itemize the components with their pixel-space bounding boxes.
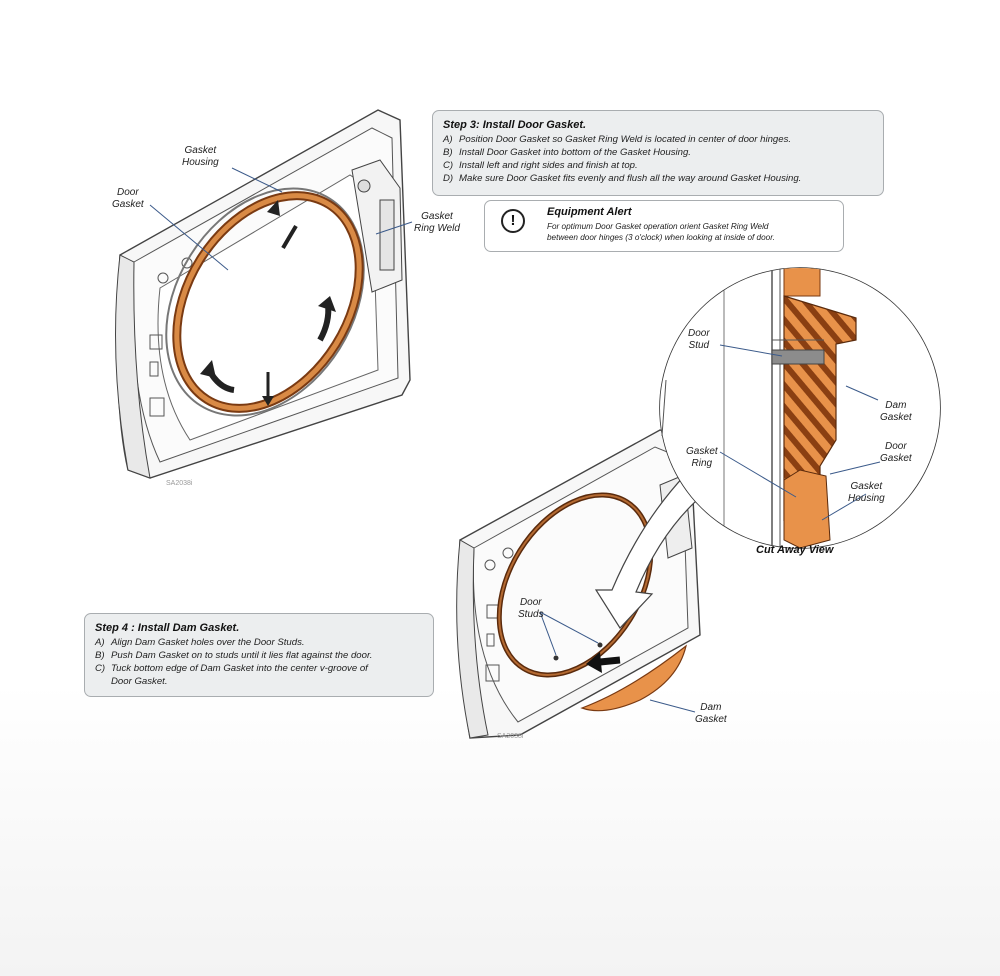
cutaway-view-title: Cut Away View (756, 544, 834, 556)
step3-instructions-box: Step 3: Install Door Gasket. A)Position … (432, 110, 884, 196)
equipment-alert-box: ! Equipment Alert For optimum Door Gaske… (484, 200, 844, 252)
step3-line-a: A)Position Door Gasket so Gasket Ring We… (443, 134, 792, 145)
step4-line-c: C)Tuck bottom edge of Dam Gasket into th… (95, 663, 368, 674)
step3-title: Step 3: Install Door Gasket. (443, 119, 587, 131)
step4-line-b: B)Push Dam Gasket on to studs until it l… (95, 650, 373, 661)
step4-title: Step 4 : Install Dam Gasket. (95, 622, 240, 634)
step4-instructions-box: Step 4 : Install Dam Gasket. A)Align Dam… (84, 613, 434, 697)
step4-line-c-cont: Door Gasket. (111, 676, 168, 687)
step4-line-a: A)Align Dam Gasket holes over the Door S… (95, 637, 305, 648)
door-illustration-step4 (456, 429, 733, 739)
step3-line-b: B)Install Door Gasket into bottom of the… (443, 147, 691, 158)
step3-line-d: D)Make sure Door Gasket fits evenly and … (443, 173, 802, 184)
cutaway-view (659, 267, 941, 549)
alert-text: For optimum Door Gasket operation orient… (547, 222, 775, 242)
exclamation-icon: ! (501, 209, 525, 233)
figure-id-step4: SA2038i (497, 733, 524, 740)
door-illustration-step3 (115, 109, 413, 479)
alert-title: Equipment Alert (547, 206, 632, 218)
figure-id-step3: SA2038i (166, 480, 193, 487)
step3-line-c: C)Install left and right sides and finis… (443, 160, 638, 171)
